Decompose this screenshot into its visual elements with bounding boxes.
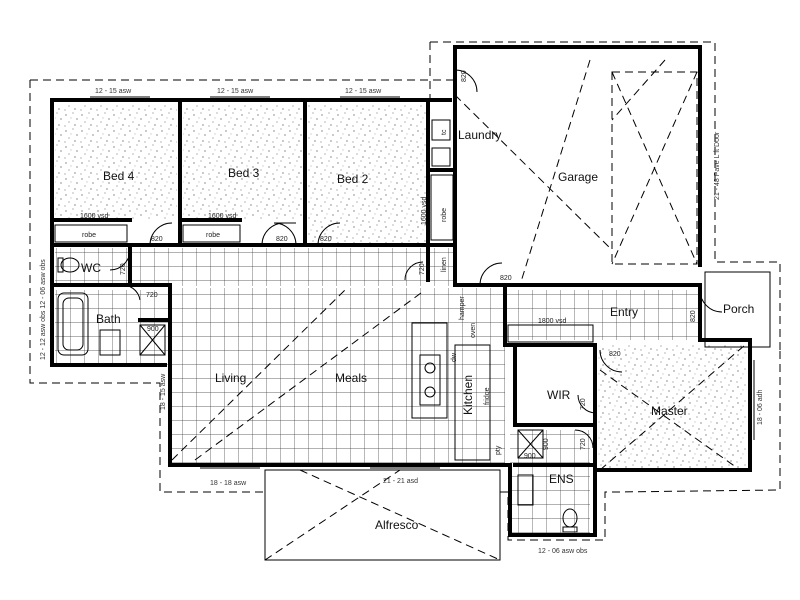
label-robe2: robe [206, 232, 220, 239]
room-bed3: Bed 3 [228, 166, 260, 180]
label-pantry: pty [495, 445, 502, 455]
living-diagonals [171, 289, 746, 561]
dim-top-bed4: 12 - 15 asw [95, 88, 132, 95]
toilet-wc [57, 257, 80, 273]
label-dw: dw [451, 352, 458, 362]
room-garage: Garage [558, 170, 598, 184]
label-vsd1: 1600 vsd [80, 213, 109, 220]
room-meals: Meals [335, 371, 367, 385]
room-bed2: Bed 2 [337, 172, 369, 186]
label-door-laundry: 820 [461, 70, 468, 82]
label-vsd2: 1600 vsd [208, 213, 237, 220]
windows [90, 96, 755, 469]
label-door-wc: 720 [120, 263, 127, 275]
label-door-master: 820 [609, 351, 621, 358]
label-robe1: robe [82, 232, 96, 239]
room-master: Master [651, 404, 688, 418]
dim-garage-door: 21 - 48 Pave L ft Door [714, 131, 721, 200]
room-bed4: Bed 4 [103, 169, 135, 183]
room-wir: WIR [547, 388, 571, 402]
room-living: Living [215, 371, 246, 385]
porch-slab [704, 271, 771, 348]
label-fridge: fridge [484, 387, 491, 405]
room-labels: Bed 4 Bed 3 Bed 2 Laundry Garage WC Bath… [81, 128, 754, 532]
annotations: robe robe robe 1600 vsd 1600 vsd 1600 vs… [80, 70, 697, 460]
label-door-wir: 720 [580, 398, 587, 410]
room-porch: Porch [723, 302, 754, 316]
garage-void [454, 59, 698, 286]
dimension-labels: 12 - 15 asw 12 - 15 asw 12 - 15 asw 12 -… [40, 88, 764, 555]
label-door-garage: 820 [500, 275, 512, 282]
robes [54, 174, 594, 343]
dim-left-lower: 18 - 15 asw [160, 373, 167, 410]
label-door-entry: 820 [690, 310, 697, 322]
label-vsd3: 1600 vsd [421, 196, 428, 225]
bathtub [57, 292, 89, 356]
basins [99, 119, 534, 506]
label-shower-ens2: 900 [543, 438, 550, 450]
walls [50, 45, 752, 537]
label-door-bath: 720 [146, 292, 158, 299]
alfresco-slab [264, 469, 501, 561]
kitchen-island [411, 322, 448, 419]
label-door-linen: 720 [419, 263, 426, 275]
tiled-floor [55, 248, 700, 535]
room-bath: Bath [96, 312, 121, 326]
label-tc: tc [441, 129, 448, 135]
dim-bottom-living: 18 - 18 asw [210, 480, 247, 487]
label-linen: linen [441, 257, 448, 272]
label-shower-bath: 900 [147, 326, 159, 333]
dim-bottom-meals: 21 - 21 asd [383, 478, 418, 485]
label-door-bed3: 820 [276, 236, 288, 243]
label-vsd4: 1800 vsd [538, 318, 567, 325]
room-laundry: Laundry [458, 128, 501, 142]
room-kitchen: Kitchen [461, 375, 475, 415]
label-hamper: hamper [459, 296, 466, 320]
label-shower-ens: 900 [524, 453, 536, 460]
toilet-ens [562, 508, 578, 533]
dim-top-bed2: 12 - 15 asw [345, 88, 382, 95]
dim-left-upper: 12 - 12 asw obs 12 - 06 asw obs [40, 259, 47, 360]
dim-bottom-ens: 12 - 06 asw obs [538, 548, 588, 555]
room-ens: ENS [549, 472, 574, 486]
room-entry: Entry [610, 305, 638, 319]
room-wc: WC [81, 261, 101, 275]
label-door-ens: 720 [580, 438, 587, 450]
dim-top-bed3: 12 - 15 asw [217, 88, 254, 95]
label-door-bed4: 820 [151, 236, 163, 243]
kitchen-bench [454, 344, 491, 461]
label-door-bed2: 820 [320, 236, 332, 243]
dim-right-master: 18 - 06 adh [757, 389, 764, 425]
room-alfresco: Alfresco [375, 518, 419, 532]
label-robe3: robe [441, 208, 448, 222]
label-oven: oven [470, 323, 477, 338]
showers [139, 324, 544, 459]
door-swings [109, 69, 723, 449]
